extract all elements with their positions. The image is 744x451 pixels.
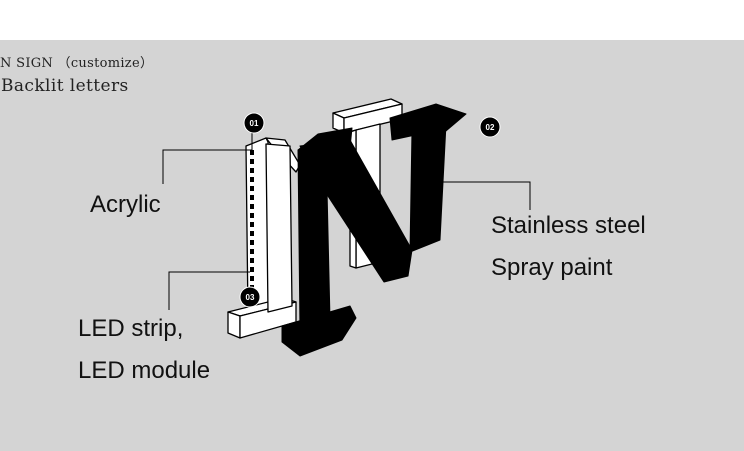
stainless-steel-label: Stainless steel: [491, 212, 646, 239]
marker-02-number: 02: [486, 123, 495, 132]
leader-lines: [162, 126, 531, 310]
marker-01: 01: [243, 112, 265, 134]
leader-line-steel: [440, 181, 531, 210]
product-title: N SIGN （customize）: [0, 56, 154, 71]
led-module-label: LED module: [78, 357, 211, 384]
leader-line-led: [168, 271, 250, 310]
spray-paint-label: Spray paint: [491, 254, 613, 281]
leader-line-acrylic: [162, 126, 253, 184]
led-strip-label: LED strip,: [78, 315, 184, 342]
marker-03-number: 03: [246, 293, 255, 302]
product-subtitle: Backlit letters: [1, 76, 129, 96]
stainless-steel-letter-shape: [281, 103, 467, 357]
acrylic-label: Acrylic: [90, 191, 161, 218]
marker-03: 03: [239, 286, 261, 308]
marker-01-number: 01: [250, 119, 259, 128]
marker-02: 02: [479, 116, 501, 138]
